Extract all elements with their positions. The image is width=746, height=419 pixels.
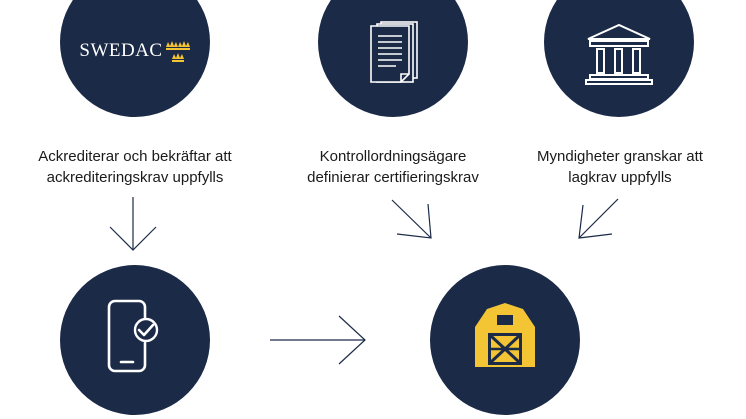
arrow-authority-to-farm <box>578 198 619 239</box>
crowns-icon <box>165 41 190 62</box>
barn-icon <box>469 301 541 367</box>
arrow-right-mobile-to-farm <box>270 315 366 365</box>
document-icon <box>370 21 418 83</box>
swedac-logo: SWEDAC <box>79 40 190 62</box>
authority-caption-line1: Myndigheter granskar att <box>537 148 703 165</box>
authority-circle <box>544 0 694 117</box>
certification-circle <box>60 265 210 415</box>
owner-caption-line1: Kontrollordningsägare <box>319 148 467 165</box>
swedac-caption-line2: ackrediteringskrav uppfylls <box>46 169 224 186</box>
swedac-caption: Ackrediterar och bekräftar att ackredite… <box>20 146 250 188</box>
government-building-icon <box>585 23 653 85</box>
owner-caption: Kontrollordningsägare definierar certifi… <box>278 146 508 188</box>
owner-caption-line2: definierar certifieringskrav <box>307 169 479 186</box>
swedac-circle: SWEDAC <box>60 0 210 117</box>
farm-circle <box>430 265 580 415</box>
authority-caption: Myndigheter granskar att lagkrav uppfyll… <box>505 146 735 188</box>
authority-caption-line2: lagkrav uppfylls <box>568 169 672 186</box>
arrow-down-swedac <box>109 197 157 251</box>
arrow-owner-to-farm <box>391 199 432 239</box>
swedac-logo-text: SWEDAC <box>79 40 163 61</box>
mobile-check-icon <box>107 299 159 373</box>
swedac-caption-line1: Ackrediterar och bekräftar att <box>38 148 232 165</box>
owner-circle <box>318 0 468 117</box>
